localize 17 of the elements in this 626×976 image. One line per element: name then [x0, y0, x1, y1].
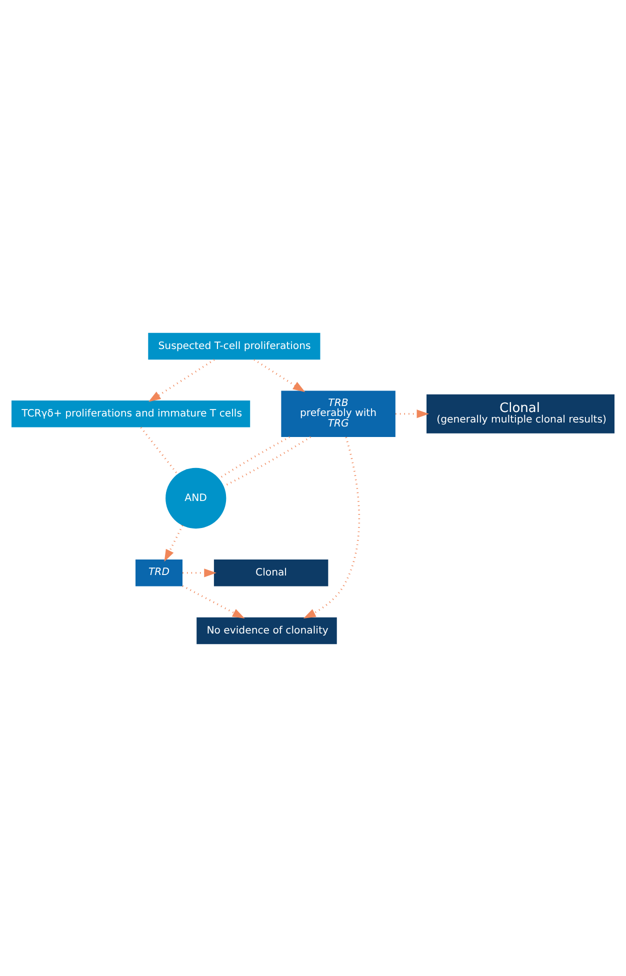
arrow — [303, 436, 360, 618]
arrow — [182, 584, 245, 618]
node-box: TRD — [136, 559, 182, 586]
arrow — [396, 409, 430, 418]
arrow — [148, 358, 215, 402]
arrow — [182, 568, 216, 577]
node-circle: AND — [166, 467, 226, 528]
node-box: TRB preferably with TRG — [281, 390, 396, 436]
node-box: Suspected T-cell proliferations — [148, 332, 320, 360]
node-box: Clonal (generally multiple clonal results) — [426, 394, 614, 433]
node-box: Clonal — [214, 559, 328, 586]
connector — [140, 426, 178, 474]
arrow — [254, 358, 306, 392]
node-box: TCRγδ+ proliferations and immature T cells — [12, 400, 250, 427]
arrow — [164, 524, 184, 562]
connector — [218, 436, 290, 479]
node-box: No evidence of clonality — [196, 616, 337, 644]
